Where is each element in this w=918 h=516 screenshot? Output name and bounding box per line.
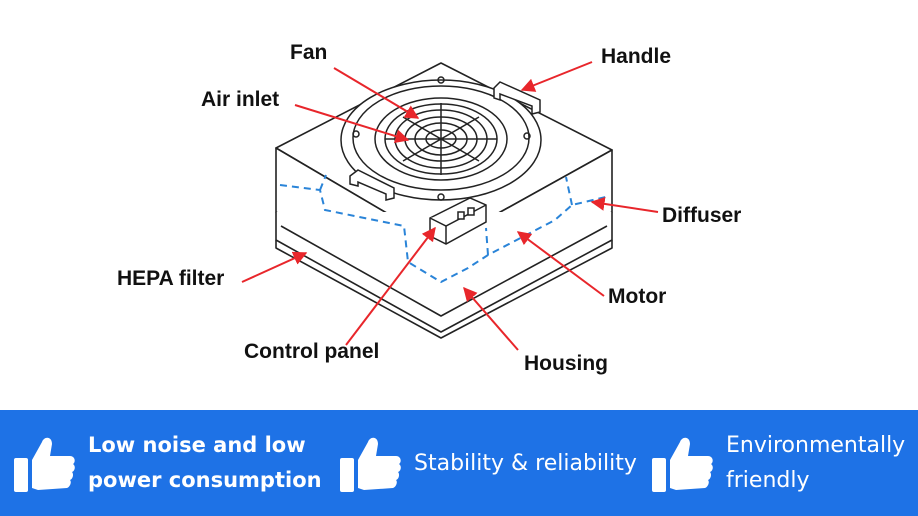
label-control-panel: Control panel: [244, 340, 380, 363]
label-diffuser: Diffuser: [662, 204, 742, 227]
thumbs-up-icon: [652, 437, 713, 492]
control-panel-box: [429, 197, 487, 245]
fan-filter-unit-drawing: [241, 61, 659, 351]
feature-low-noise: Low noise and low power consumption: [12, 410, 322, 516]
feature-banner: Low noise and low power consumption Stab…: [0, 410, 918, 516]
ffu-diagram: Fan Handle Air inlet Diffuser HEPA filte…: [117, 41, 742, 375]
feature-3-line-1: Environmentally: [726, 433, 906, 458]
feature-3-line-2: friendly: [726, 468, 810, 493]
label-motor: Motor: [608, 285, 667, 308]
fan-assembly: [340, 76, 542, 201]
label-air-inlet: Air inlet: [201, 88, 280, 111]
feature-1-line-2: power consumption: [88, 468, 322, 492]
label-handle: Handle: [601, 45, 672, 68]
feature-2-line-1: Stability & reliability: [414, 450, 637, 476]
label-housing: Housing: [524, 352, 608, 375]
feature-eco: Environmentally friendly: [650, 410, 905, 516]
diffuser-outline: [279, 174, 611, 284]
feature-stability: Stability & reliability: [338, 410, 637, 516]
thumbs-up-icon: [340, 437, 401, 492]
handles: [349, 81, 541, 201]
thumbs-up-icon: [14, 437, 75, 492]
label-hepa-filter: HEPA filter: [117, 267, 225, 290]
leader-arrows: [241, 61, 659, 351]
feature-1-line-1: Low noise and low: [88, 433, 306, 457]
label-fan: Fan: [290, 41, 328, 64]
